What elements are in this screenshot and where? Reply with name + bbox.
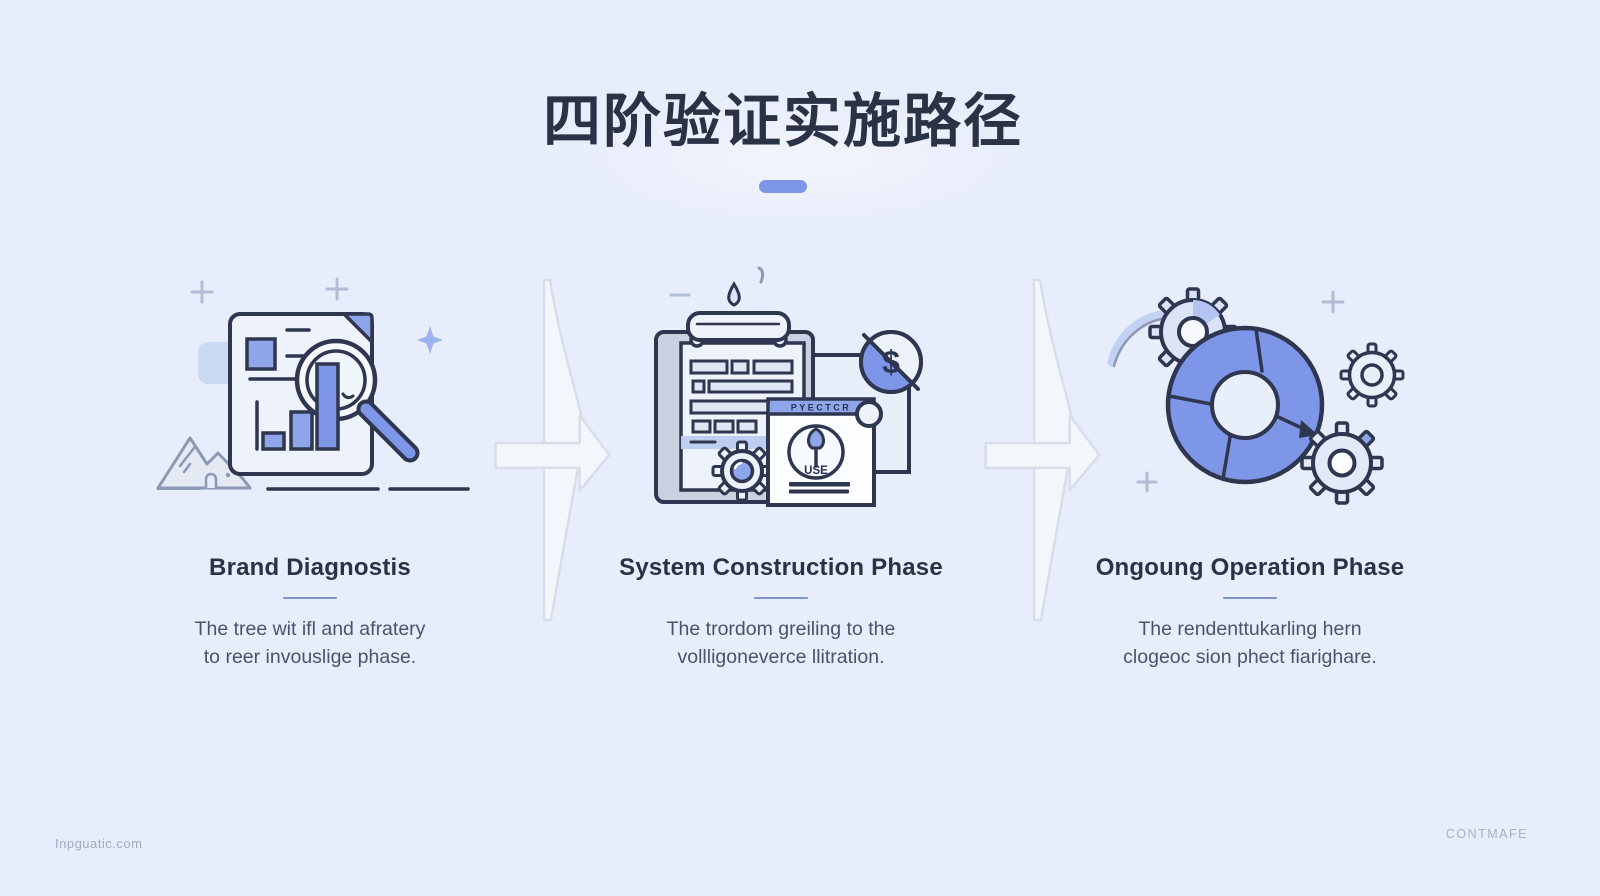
decor-marks (669, 266, 765, 297)
arrow-body (984, 414, 1101, 492)
use-label: USE (804, 465, 828, 477)
ground-line (156, 487, 470, 491)
flow-arrow-right-icon (984, 278, 1101, 622)
window-title-text: PYECTCR (791, 403, 852, 413)
footer-site-text: Inpguatic.com (55, 836, 143, 851)
gears-cycle-icon (1107, 287, 1405, 505)
page-title: 四阶验证实施路径 (542, 89, 1023, 154)
bar-1 (261, 431, 286, 451)
description-line: vollligoneverce llitration. (677, 646, 885, 668)
description-line: to reer invouslige phase. (203, 646, 417, 668)
footer-brand-text: CONTMAFE (1445, 827, 1528, 841)
mini-window: PYECTCR USE (766, 397, 883, 507)
description-line: The trordom greiling to the (666, 618, 896, 640)
description-line: clogeoc sion phect fiarighare. (1123, 646, 1377, 668)
magnifier-document-icon (156, 277, 470, 491)
phase-brand-diagnostics: Brand Diagnostis The tree wit ifl and af… (110, 250, 510, 671)
window-knob (855, 400, 883, 428)
phase-description: The trordom greiling to the vollligonever… (581, 615, 981, 671)
flow-arrow-right-icon (494, 278, 611, 622)
bar-2 (289, 410, 314, 451)
no-money-badge: $ (859, 330, 923, 394)
gear-bottom-right-icon (1300, 421, 1384, 505)
sparkle-icons (190, 277, 349, 304)
magnifier (294, 338, 420, 463)
phase-title: Brand Diagnostis (209, 554, 411, 581)
description-line: The tree wit ifl and afratery (194, 618, 426, 640)
illustration-wrap (1050, 250, 1450, 508)
flame-ornament (727, 281, 741, 307)
phase-divider (283, 597, 337, 599)
clip (686, 311, 791, 342)
phase-divider (1223, 597, 1277, 599)
image-placeholder (245, 337, 277, 371)
cycle-ring (1165, 325, 1325, 485)
illustration-wrap (110, 250, 510, 508)
phase-description: The rendenttukarling hern clogeoc sion ph… (1050, 615, 1450, 671)
folded-corner (342, 312, 374, 344)
up-arrow-icon (807, 427, 825, 450)
illustration-wrap: $ PYECTCR USE (581, 250, 981, 508)
phase-divider (754, 597, 808, 599)
arrow-body (494, 414, 611, 492)
description-line: The rendenttukarling hern (1138, 618, 1362, 640)
phase-ongoing-operation: Ongoung Operation Phase The rendenttukar… (1050, 250, 1450, 671)
clipboard-checklist-icon: $ PYECTCR USE (654, 266, 923, 507)
phase-description: The tree wit ifl and afratery to reer inv… (110, 615, 510, 671)
bar-3-magnified (315, 362, 340, 451)
header: 四阶验证实施路径 (0, 0, 1583, 193)
gear-outline-icon (1339, 342, 1405, 408)
mountains (156, 436, 252, 490)
title-underline (759, 180, 807, 193)
check-mark (341, 392, 355, 400)
blue-sparkle-icon (417, 326, 443, 354)
sparkle-icons (1136, 290, 1345, 493)
phase-title: System Construction Phase (619, 554, 943, 581)
magnifier-handle (360, 403, 416, 459)
phase-system-construction: $ PYECTCR USE System Constr (581, 250, 981, 671)
phase-title: Ongoung Operation Phase (1095, 554, 1405, 581)
gear-icon (711, 440, 773, 502)
